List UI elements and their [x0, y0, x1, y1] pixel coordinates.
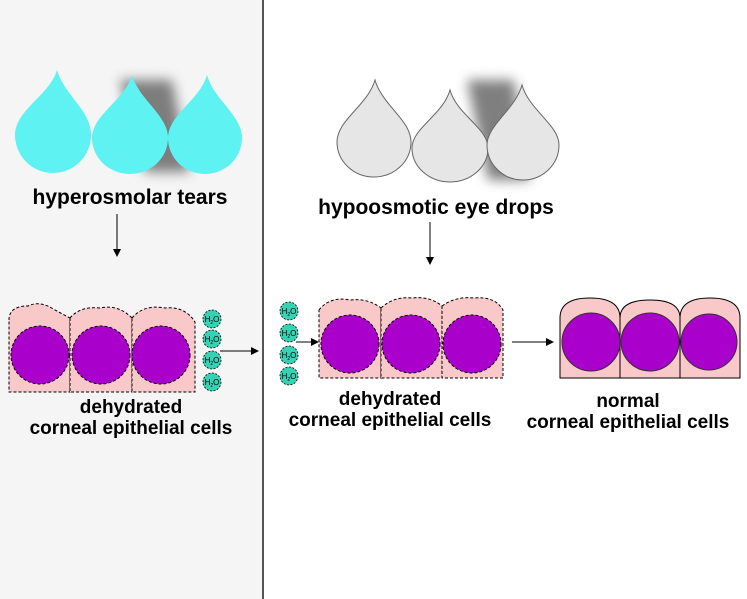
- nucleus-icon: [10, 325, 70, 385]
- water-molecule-label: H2O: [282, 351, 297, 362]
- nucleus-icon: [320, 314, 380, 374]
- water-molecule-icon: H2O: [279, 366, 299, 386]
- hypoosmotic-eye-drops-title: hypoosmotic eye drops: [318, 196, 554, 219]
- drop-icon: [168, 75, 242, 174]
- left-cells-label-line2: corneal epithelial cells: [29, 418, 233, 439]
- drop-icon: [15, 70, 91, 173]
- right-dehydrated-cells-label: dehydrated corneal epithelial cells: [270, 389, 510, 431]
- drop-icon: [411, 88, 489, 183]
- drop-icon: [486, 83, 560, 181]
- nucleus-icon: [71, 325, 131, 385]
- hyperosmolar-tears-title: hyperosmolar tears: [32, 186, 228, 209]
- panel-divider: [262, 0, 264, 599]
- normal-label-line2: corneal epithelial cells: [526, 412, 730, 433]
- right-dehydrated-label-line1: dehydrated: [338, 389, 442, 410]
- nucleus-icon: [381, 314, 441, 374]
- hyperosmolar-tear-drops: [15, 70, 242, 174]
- nucleus-icon: [561, 312, 621, 372]
- water-molecule-label: H2O: [282, 372, 297, 383]
- water-molecule-label: H2O: [282, 307, 297, 318]
- right-dehydrated-cells: [318, 297, 504, 379]
- water-molecule-icon: H2O: [279, 323, 299, 343]
- water-molecule-icon: H2O: [279, 345, 299, 365]
- hypoosmotic-eye-drops: [336, 78, 560, 183]
- left-cells-label: dehydrated corneal epithelial cells: [0, 397, 262, 439]
- nucleus-icon: [620, 312, 680, 372]
- drop-icon: [92, 75, 168, 174]
- water-molecule-label: H2O: [205, 378, 220, 389]
- right-dehydrated-label-line2: corneal epithelial cells: [288, 410, 492, 431]
- nucleus-icon: [131, 325, 191, 385]
- water-molecule-icon: H2O: [202, 350, 222, 370]
- water-molecule-label: H2O: [205, 356, 220, 367]
- normal-cells: [559, 297, 741, 379]
- left-dehydrated-cells: [8, 303, 196, 393]
- water-molecule-icon: H2O: [279, 301, 299, 321]
- water-molecule-label: H2O: [205, 315, 220, 326]
- normal-cells-label: normal corneal epithelial cells: [512, 391, 744, 433]
- water-molecules: H2O H2O H2O H2O H2O H2O H2O H2O: [202, 301, 299, 392]
- drop-icon: [336, 78, 412, 178]
- water-molecule-label: H2O: [282, 329, 297, 340]
- water-molecule-icon: H2O: [202, 309, 222, 329]
- water-molecule-icon: H2O: [202, 372, 222, 392]
- normal-label-line1: normal: [596, 391, 660, 412]
- water-molecule-icon: H2O: [202, 329, 222, 349]
- nucleus-icon: [680, 313, 738, 371]
- left-cells-label-line1: dehydrated: [79, 397, 183, 418]
- nucleus-icon: [442, 314, 502, 374]
- water-molecule-label: H2O: [205, 335, 220, 346]
